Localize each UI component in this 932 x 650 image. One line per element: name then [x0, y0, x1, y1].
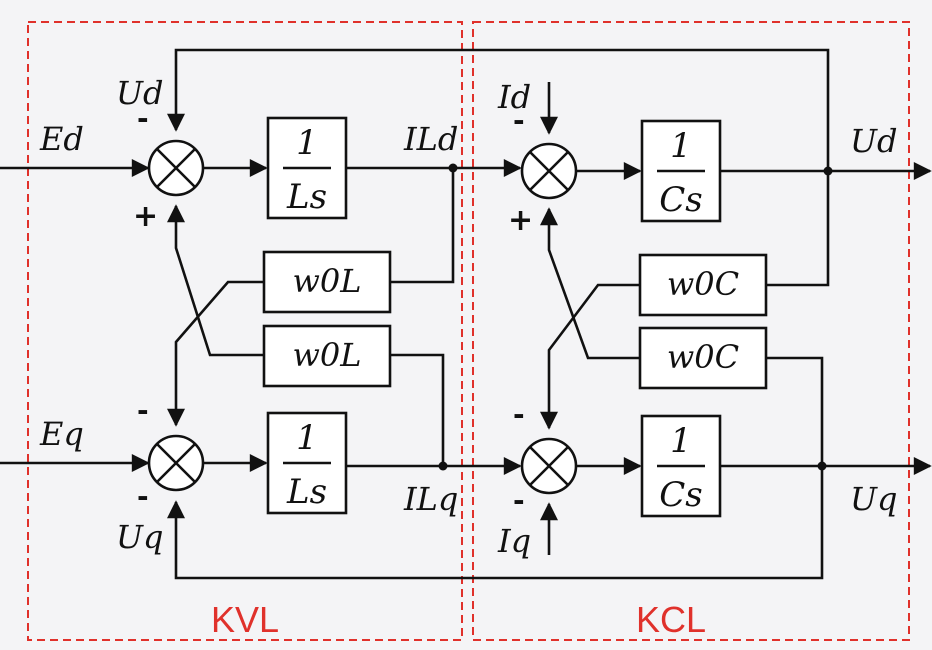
- w0c-block-upper: w0C: [638, 253, 768, 317]
- ud-feedback-label: Ud: [116, 74, 163, 112]
- sum4-minus-bottom-sign: -: [513, 484, 525, 517]
- sum-junction-4: [520, 437, 578, 495]
- w0l-block-upper: w0L: [262, 250, 392, 314]
- kvl-region: [27, 21, 463, 641]
- ud-junction: [823, 166, 833, 176]
- uq-feedback-wire: [167, 466, 824, 580]
- capacitor-d-denominator: Cs: [659, 180, 702, 220]
- uq-junction: [817, 461, 827, 471]
- inductor-q-denominator: Ls: [286, 472, 327, 512]
- eq-label: Eq: [39, 415, 84, 453]
- capacitor-d-numerator: 1: [670, 126, 692, 166]
- sum-junction-1: [147, 139, 205, 197]
- uq-output-label: Uq: [850, 480, 897, 518]
- capacitor-block-q: 1 Cs: [640, 414, 722, 518]
- ud-feedback-wire: [167, 48, 830, 171]
- w0l-lower-label: w0L: [293, 336, 362, 374]
- inductor-d-denominator: Ls: [286, 177, 327, 217]
- capacitor-q-numerator: 1: [670, 421, 692, 461]
- w0l-block-lower: w0L: [262, 324, 392, 388]
- ild-label: ILd: [403, 120, 458, 158]
- uq-tap-wire: [766, 356, 824, 466]
- ud-tap-wire: [766, 171, 830, 287]
- inductor-q-numerator: 1: [296, 418, 318, 458]
- ilq-tap-wire: [390, 353, 445, 466]
- ilq-junction: [438, 461, 448, 471]
- sum4-minus-top-sign: -: [513, 398, 525, 431]
- w0l-upper-label: w0L: [293, 262, 362, 300]
- sum3-minus-sign: -: [513, 104, 525, 137]
- w0c-lower-to-sum3-wire: [540, 207, 640, 360]
- w0l-upper-to-sum2-wire: [167, 280, 264, 427]
- sum-junction-3: [520, 142, 578, 200]
- ud-output-label: Ud: [850, 122, 897, 160]
- sum2-minus-top-sign: -: [137, 394, 149, 427]
- capacitor-q-denominator: Cs: [659, 475, 702, 515]
- inductor-block-q: 1 Ls: [266, 411, 348, 515]
- ed-label: Ed: [39, 120, 84, 158]
- kcl-label: KCL: [636, 599, 706, 640]
- inductor-block-d: 1 Ls: [266, 116, 348, 220]
- inductor-d-numerator: 1: [296, 123, 318, 163]
- ild-tap-wire: [390, 168, 455, 284]
- ilq-label: ILq: [403, 480, 458, 518]
- id-label: Id: [497, 78, 531, 116]
- sum1-minus-sign: -: [137, 102, 149, 135]
- kvl-label: KVL: [211, 599, 279, 640]
- w0c-block-lower: w0C: [638, 326, 768, 390]
- sum1-plus-sign: +: [133, 199, 158, 234]
- capacitor-block-d: 1 Cs: [640, 119, 722, 223]
- w0c-upper-to-sum4-wire: [540, 283, 640, 430]
- uq-feedback-label: Uq: [116, 518, 163, 556]
- w0c-lower-label: w0C: [667, 338, 739, 376]
- ild-junction: [448, 163, 458, 173]
- w0c-upper-label: w0C: [667, 265, 739, 303]
- sum3-plus-sign: +: [508, 203, 533, 238]
- kcl-region: [472, 21, 910, 641]
- sum2-minus-bottom-sign: -: [137, 480, 149, 513]
- w0l-lower-to-sum1-wire: [167, 204, 264, 357]
- sum-junction-2: [147, 434, 205, 492]
- iq-label: Iq: [497, 522, 531, 560]
